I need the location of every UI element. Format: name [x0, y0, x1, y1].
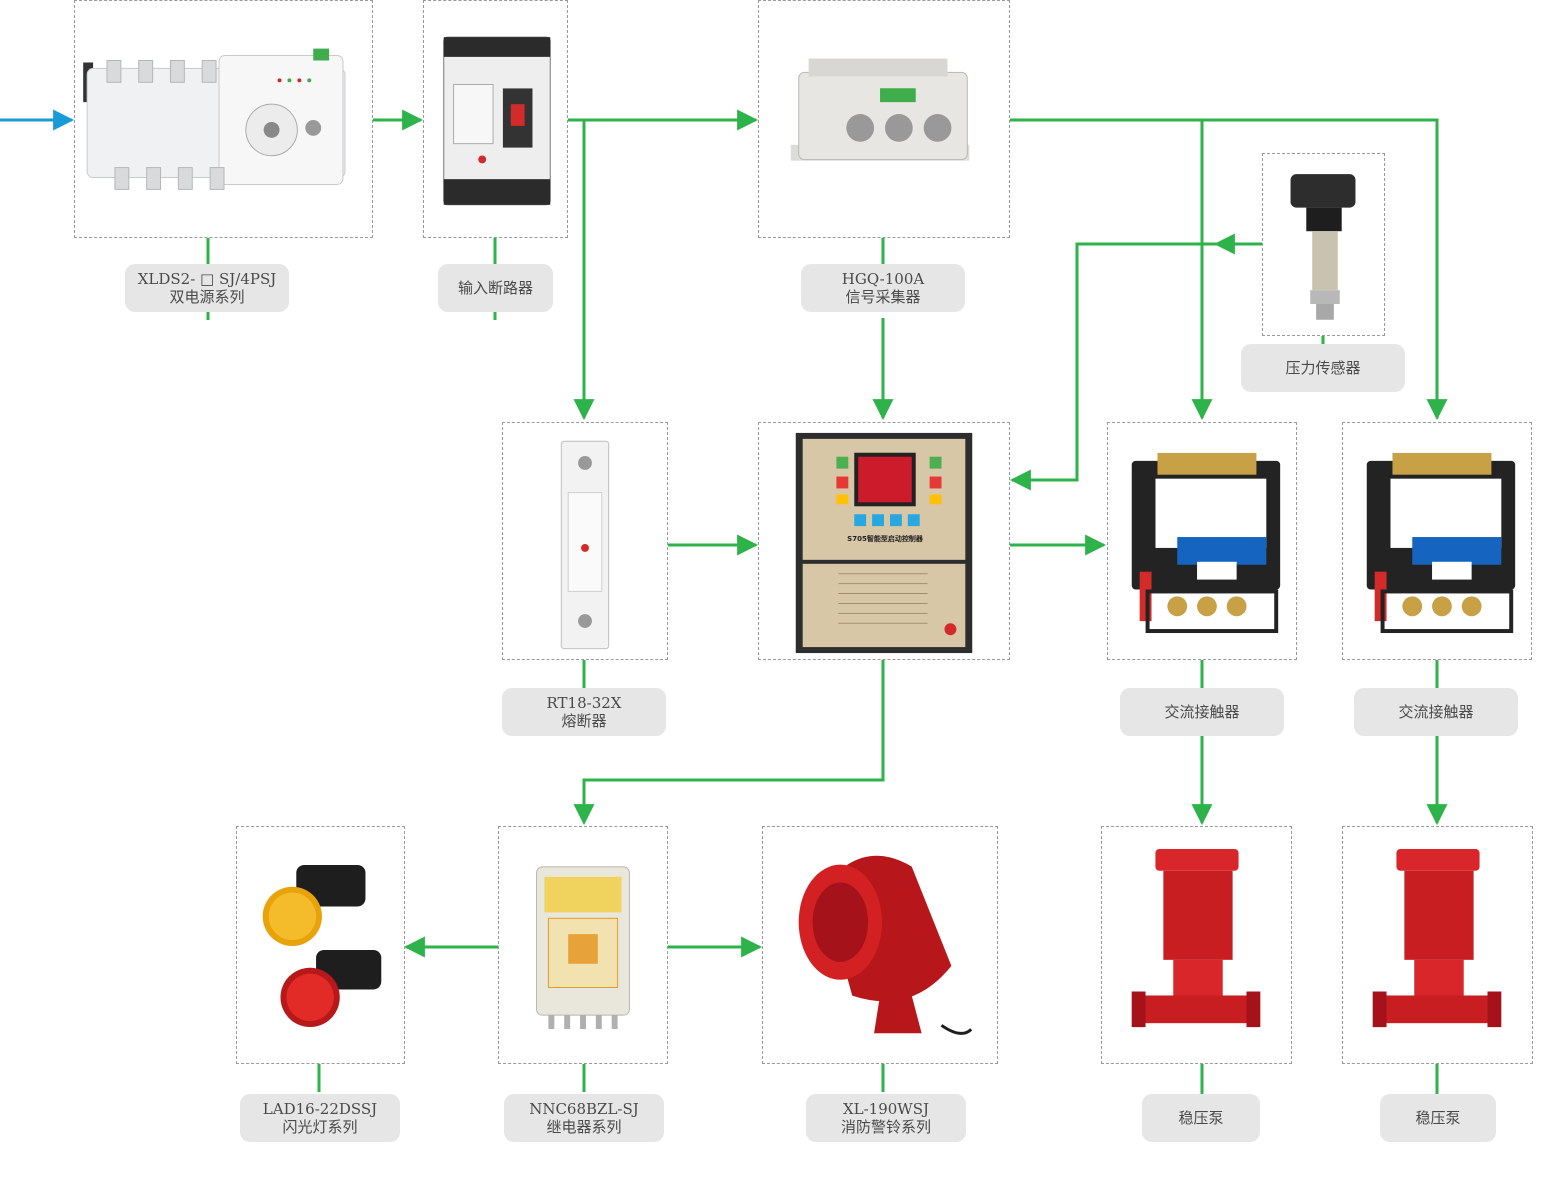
- flash-lamp-box: [236, 826, 405, 1064]
- fuse-icon: [560, 440, 610, 650]
- pump-2-box: [1342, 826, 1533, 1064]
- relay-box: [498, 826, 668, 1064]
- pump-icon: [1372, 849, 1502, 1028]
- fuse-label: RT18-32X 熔断器: [502, 688, 666, 736]
- pressure-sensor-box: [1262, 153, 1385, 336]
- transfer-switch-icon: [83, 48, 346, 190]
- fuse-box: [502, 422, 668, 660]
- input-breaker-label: 输入断路器: [438, 264, 553, 312]
- contactor-icon: [1366, 452, 1516, 634]
- signal-collector-box: [758, 0, 1010, 238]
- signal-collector-icon: [790, 58, 970, 161]
- pump-1-label: 稳压泵: [1142, 1094, 1260, 1142]
- controller-box: S705智能型启动控制器: [758, 422, 1010, 660]
- pump-icon: [1131, 849, 1261, 1028]
- circuit-breaker-icon: [443, 36, 551, 206]
- contactor-1-box: [1107, 422, 1297, 660]
- wire-collector-contactor2: [1190, 118, 1448, 421]
- wire-sensor-controller: [1009, 242, 1262, 491]
- dual-power-label: XLDS2- □ SJ/4PSJ 双电源系列: [125, 264, 289, 312]
- contactor-1-label: 交流接触器: [1120, 688, 1284, 736]
- contactor-2-label: 交流接触器: [1354, 688, 1518, 736]
- alarm-bell-icon: [798, 855, 973, 1035]
- relay-label: NNC68BZL-SJ 继电器系列: [504, 1094, 664, 1142]
- pump-1-box: [1101, 826, 1292, 1064]
- controller-icon: [795, 432, 973, 654]
- wire-controller-relay: [573, 660, 885, 826]
- wire-collector-contactor1: [1010, 118, 1213, 421]
- alarm-bell-label: XL-190WSJ 消防警铃系列: [806, 1094, 966, 1142]
- flash-lamp-label: LAD16-22DSSJ 闪光灯系列: [240, 1094, 400, 1142]
- contactor-icon: [1131, 452, 1281, 634]
- input-breaker-box: [423, 0, 568, 238]
- pump-2-label: 稳压泵: [1380, 1094, 1496, 1142]
- flash-lamp-icon: [262, 864, 382, 1028]
- alarm-bell-box: [762, 826, 998, 1064]
- dual-power-switch-box: [74, 0, 373, 238]
- signal-collector-label: HGQ-100A 信号采集器: [801, 264, 965, 312]
- pressure-sensor-label: 压力传感器: [1241, 344, 1405, 392]
- relay-icon: [536, 866, 630, 1029]
- contactor-2-box: [1342, 422, 1532, 660]
- pressure-sensor-icon: [1290, 174, 1356, 320]
- controller-panel-title: S705智能型启动控制器: [847, 535, 923, 543]
